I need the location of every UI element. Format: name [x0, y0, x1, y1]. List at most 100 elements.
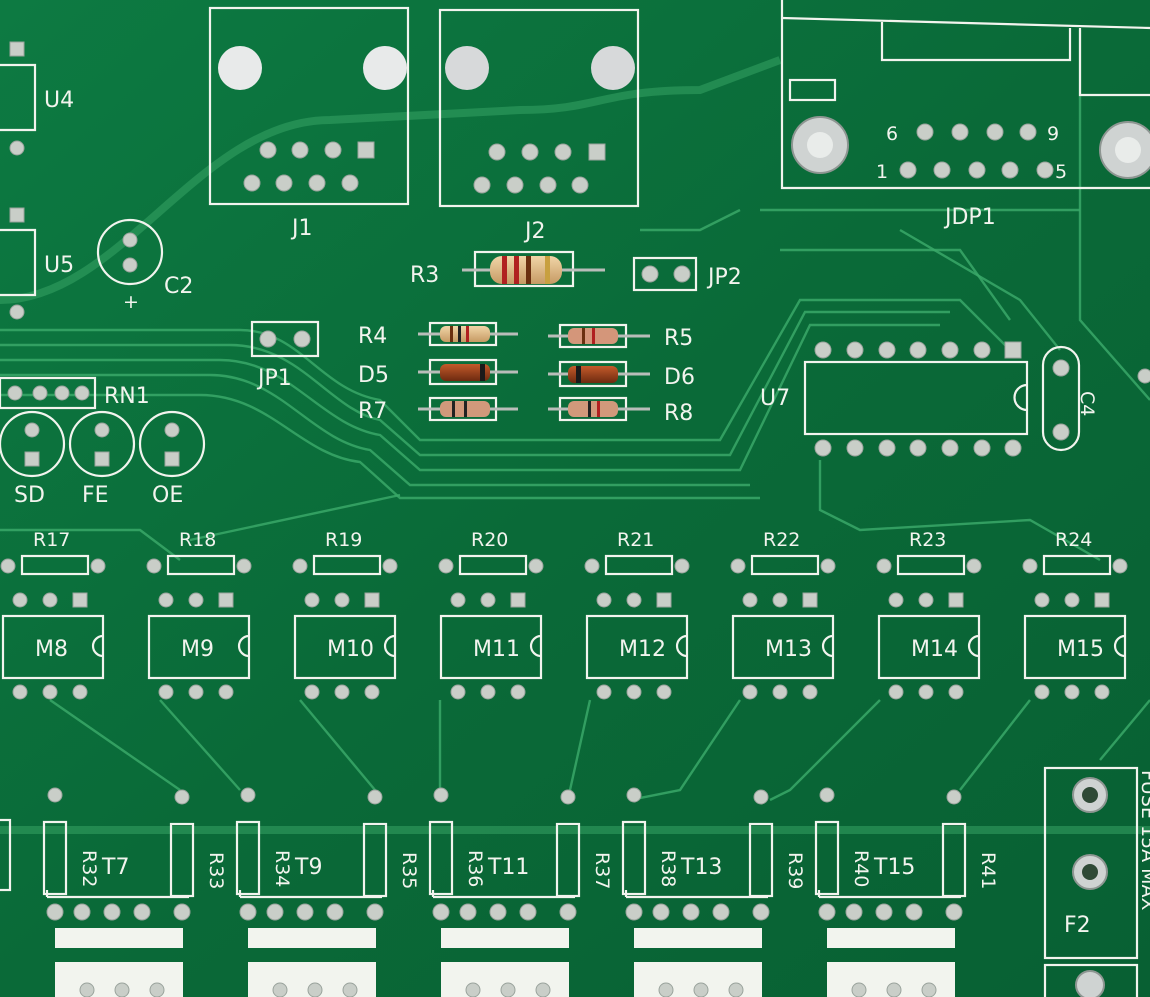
u5-footprint: U5	[0, 207, 74, 320]
resistor-label: R21	[617, 529, 654, 551]
r4-r5-d5-d6-r7-r8-group: R4 R5 D5 D6 R7	[358, 321, 695, 426]
resistor-right-label: R39	[784, 852, 806, 889]
jdp1-label: JDP1	[943, 205, 996, 230]
r5-label: R5	[664, 326, 693, 351]
resistor-left-label: R38	[657, 850, 679, 887]
r3-label: R3	[410, 263, 439, 288]
c4-footprint: C4	[1041, 345, 1150, 452]
d6-diode: D6	[548, 360, 695, 390]
jp1-label: JP1	[256, 366, 292, 391]
rn1-footprint: RN1	[0, 376, 150, 410]
module-label: M9	[181, 637, 214, 662]
module-label: M8	[35, 637, 68, 662]
d5-label: D5	[358, 363, 389, 388]
transistor-label: T7	[101, 855, 129, 880]
resistor-label: R22	[763, 529, 800, 551]
clipped-left-resistor	[0, 818, 12, 892]
transistor-label: T9	[294, 855, 322, 880]
u4-label: U4	[44, 88, 74, 113]
db-pin1-label: 1	[876, 161, 888, 183]
transistor-t9: R34 R35 T9	[235, 787, 420, 997]
r4-resistor: R4	[358, 321, 518, 349]
rn1-label: RN1	[104, 384, 150, 409]
resistor-label: R17	[33, 529, 70, 551]
module-label: M15	[1057, 637, 1104, 662]
r8-resistor: R8	[548, 396, 693, 426]
u5-label: U5	[44, 253, 74, 278]
u7-footprint: U7	[760, 341, 1029, 457]
resistor-label: R24	[1055, 529, 1092, 551]
resistor-label: R23	[909, 529, 946, 551]
transistor-label: T11	[487, 855, 529, 880]
db-pin9-label: 9	[1047, 123, 1059, 145]
j1-label: J1	[290, 216, 313, 241]
sd-label: SD	[14, 483, 45, 508]
c2-plus-label: +	[123, 291, 139, 313]
led-fe: FE	[68, 410, 136, 508]
r5-resistor: R5	[548, 323, 693, 351]
module-label: M13	[765, 637, 812, 662]
resistor-label: R20	[471, 529, 508, 551]
j1-footprint: J1	[208, 6, 410, 241]
r7-resistor: R7	[358, 396, 518, 424]
module-label: M10	[327, 637, 374, 662]
resistor-left-label: R34	[271, 850, 293, 887]
jp1-footprint: JP1	[250, 320, 320, 391]
transistor-label: T15	[873, 855, 915, 880]
r3-resistor: R3	[410, 250, 605, 288]
led-sd: SD	[0, 410, 66, 508]
db-pin5-label: 5	[1055, 161, 1067, 183]
jp2-label: JP2	[706, 265, 742, 290]
fuse-rating-label: FUSE 15A MAX	[1137, 770, 1150, 911]
resistor-label: R18	[179, 529, 216, 551]
transistor-t15: R40 R41 T15	[814, 787, 999, 997]
f2-fuse-holder: F2 FUSE 15A MAX	[1043, 766, 1150, 997]
resistor-right-label: R35	[398, 852, 420, 889]
transistor-t11: R36 R37 T11	[428, 787, 613, 997]
c2-label: C2	[164, 274, 193, 299]
u4-footprint: U4	[0, 41, 74, 156]
resistor-left-label: R32	[78, 850, 100, 887]
led-oe: OE	[138, 410, 206, 508]
f2-label: F2	[1064, 913, 1091, 938]
copper-traces	[0, 30, 1150, 834]
resistor-left-label: R36	[464, 850, 486, 887]
d6-label: D6	[664, 365, 695, 390]
c2-footprint: C2 +	[96, 218, 193, 313]
transistor-t13: R38 R39 T13	[621, 787, 806, 997]
r8-label: R8	[664, 401, 693, 426]
r4-label: R4	[358, 324, 387, 349]
resistor-right-label: R41	[977, 852, 999, 889]
r7-label: R7	[358, 399, 387, 424]
resistor-right-label: R33	[205, 852, 227, 889]
fe-label: FE	[82, 483, 109, 508]
db-pin6-label: 6	[886, 123, 898, 145]
resistor-label: R19	[325, 529, 362, 551]
module-label: M11	[473, 637, 520, 662]
transistor-t7: R32 R33 T7	[42, 787, 227, 997]
j2-footprint: J2	[438, 8, 640, 244]
transistor-label: T13	[680, 855, 722, 880]
j2-label: J2	[523, 219, 546, 244]
oe-label: OE	[152, 483, 183, 508]
transistor-row: R32 R33 T7 R34 R35 T9 R36 R37 T11 R38 R39 T13 R40 R41…	[42, 787, 999, 997]
jdp1-footprint: 6 9 1 5 JDP1	[780, 0, 1150, 230]
resistor-left-label: R40	[850, 850, 872, 887]
module-label: M12	[619, 637, 666, 662]
module-label: M14	[911, 637, 958, 662]
resistor-right-label: R37	[591, 852, 613, 889]
d5-diode: D5	[358, 358, 518, 388]
jp2-footprint: JP2	[632, 256, 742, 292]
c4-label: C4	[1076, 391, 1098, 416]
u7-label: U7	[760, 386, 790, 411]
